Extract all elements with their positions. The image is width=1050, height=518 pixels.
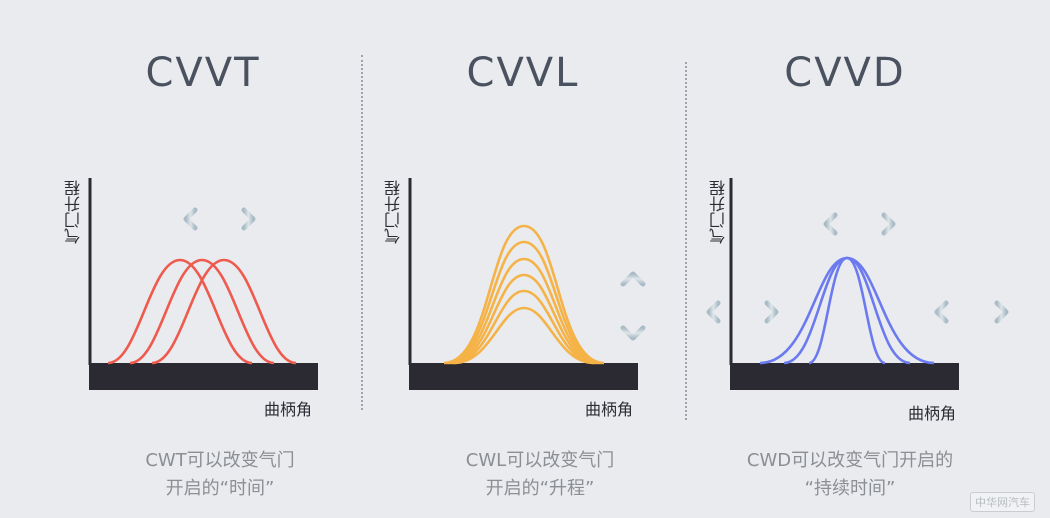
panel-title-cvvt: CVVT <box>145 50 261 96</box>
panel-divider-2 <box>685 62 687 420</box>
cvvd-chart <box>706 178 1009 390</box>
caption-line-2: “持续时间” <box>804 478 896 499</box>
watermark-logo: 中华网汽车 <box>970 492 1035 512</box>
horizontal-arrow-icon-top <box>823 212 896 236</box>
caption-cvvd: CWD可以改变气门开启的 “持续时间” <box>700 447 1000 503</box>
panel-divider-1 <box>361 55 363 410</box>
horizontal-arrow-icon-right <box>934 300 1009 324</box>
caption-line-1: CWD可以改变气门开启的 <box>746 450 954 471</box>
caption-line-1: CWT可以改变气门 <box>145 450 295 471</box>
caption-cvvl: CWL可以改变气门 开启的“升程” <box>400 447 680 503</box>
panel-title-cvvl: CVVL <box>466 50 580 96</box>
caption-line-2: 开启的“时间” <box>165 478 275 499</box>
panel-title-cvvd: CVVD <box>784 50 906 96</box>
cvvl-chart <box>408 178 646 390</box>
horizontal-arrow-icon <box>183 207 256 231</box>
caption-line-1: CWL可以改变气门 <box>465 450 615 471</box>
caption-cvvt: CWT可以改变气门 开启的“时间” <box>80 447 360 503</box>
cvvt-chart <box>88 178 318 390</box>
x-axis-label: 曲柄角 <box>908 404 957 423</box>
caption-line-2: 开启的“升程” <box>485 478 595 499</box>
vertical-arrow-icon <box>620 271 646 341</box>
x-axis-label: 曲柄角 <box>585 400 634 419</box>
horizontal-arrow-icon-left <box>706 300 779 324</box>
x-axis-label: 曲柄角 <box>264 400 313 419</box>
